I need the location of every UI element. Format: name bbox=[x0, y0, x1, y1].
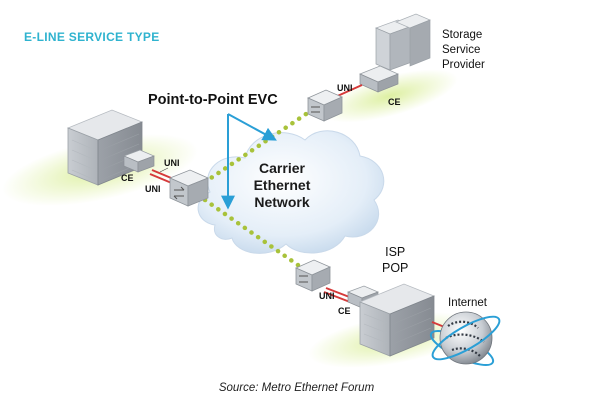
storage-uni-label: UNI bbox=[337, 83, 353, 93]
isp-pop-label: ISP POP bbox=[382, 244, 408, 276]
storage-site-glow bbox=[322, 69, 458, 123]
cloud-label-line3: Network bbox=[254, 194, 310, 210]
left-switch bbox=[168, 169, 210, 207]
left-site-building bbox=[66, 109, 144, 186]
isp-label-line1: ISP bbox=[385, 245, 406, 259]
isp-ce-label: CE bbox=[338, 306, 351, 316]
evc-line-to-storage bbox=[202, 107, 315, 185]
isp-label-line2: POP bbox=[382, 261, 409, 275]
left-uni-bottom-label: UNI bbox=[145, 184, 161, 194]
carrier-ethernet-cloud bbox=[197, 130, 385, 254]
storage-provider-label: Storage Service Provider bbox=[442, 28, 485, 73]
evc-dotted-lines bbox=[202, 107, 315, 273]
internet-globe bbox=[429, 311, 501, 366]
left-ce-label: CE bbox=[121, 173, 134, 183]
storage-servers bbox=[375, 13, 431, 71]
storage-ce-device bbox=[359, 65, 399, 93]
cloud-label-line2: Ethernet bbox=[253, 177, 311, 193]
isp-uni-label: UNI bbox=[319, 291, 335, 301]
evc-arrow-right bbox=[227, 113, 277, 141]
left-uni-pointer bbox=[159, 167, 169, 173]
evc-arrows bbox=[221, 113, 277, 210]
left-uni-top-label: UNI bbox=[164, 158, 180, 168]
storage-ce-label: CE bbox=[388, 97, 401, 107]
cloud-label-line1: Carrier bbox=[259, 160, 305, 176]
storage-label-line3: Provider bbox=[442, 59, 485, 71]
source-caption: Source: Metro Ethernet Forum bbox=[218, 382, 375, 394]
internet-label: Internet bbox=[448, 297, 487, 309]
storage-label-line1: Storage bbox=[442, 29, 483, 41]
diagram-title: E-LINE SERVICE TYPE bbox=[24, 30, 160, 44]
isp-pop-building bbox=[358, 283, 436, 357]
isp-switch bbox=[295, 259, 331, 292]
left-ce-device bbox=[123, 149, 155, 173]
evc-label: Point-to-Point EVC bbox=[148, 92, 278, 108]
storage-label-line2: Service bbox=[442, 44, 481, 56]
cloud-label: Carrier Ethernet Network bbox=[232, 160, 332, 211]
storage-switch bbox=[307, 89, 343, 122]
